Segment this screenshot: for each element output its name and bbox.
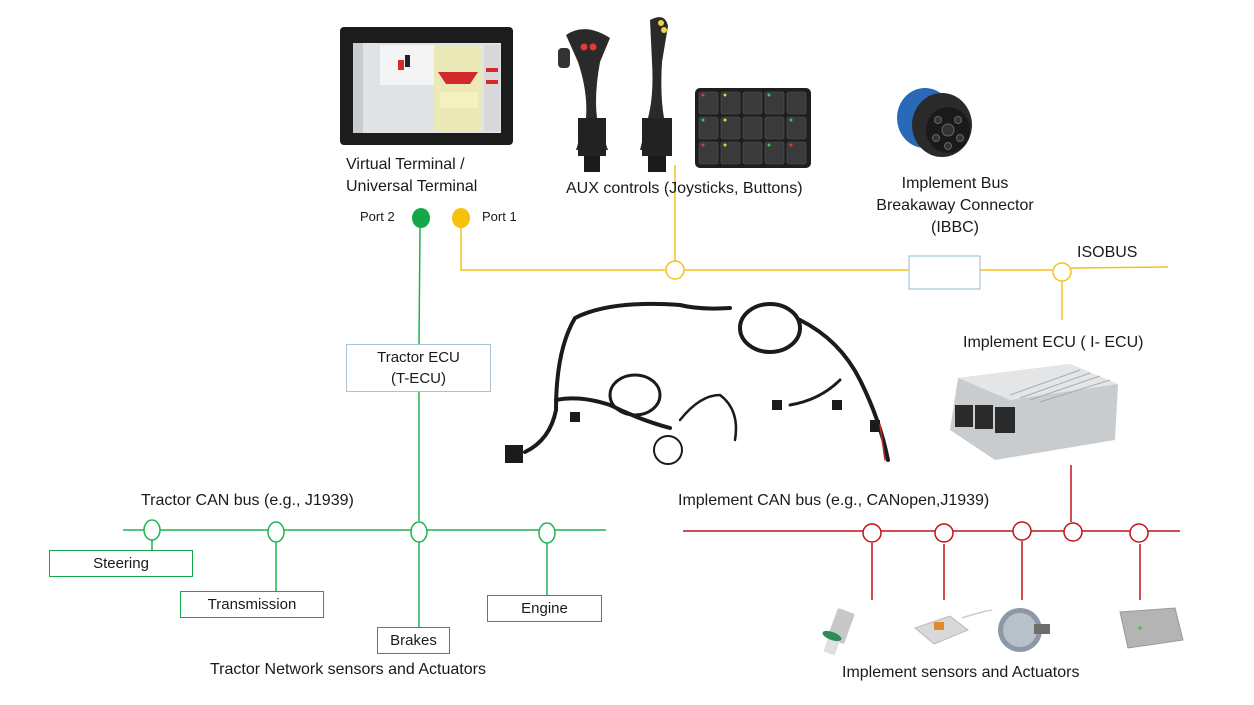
tractor-ecu-box: Tractor ECU (T-ECU) [346, 344, 491, 392]
transmission-box: Transmission [180, 591, 324, 618]
joystick-image-1 [558, 29, 610, 172]
ibbc-connector-image [897, 88, 972, 157]
keypad-image [695, 88, 811, 168]
sensor-node-4 [1129, 523, 1149, 543]
implement-sensors-footer: Implement sensors and Actuators [842, 664, 1080, 681]
port2-dot [412, 208, 430, 228]
brakes-box: Brakes [377, 627, 450, 654]
implement-bus-line [683, 465, 1180, 600]
port1-label: Port 1 [482, 209, 517, 224]
engine-box: Engine [487, 595, 602, 622]
steering-node [143, 519, 161, 541]
implement-bus-nodes [862, 521, 1149, 543]
transmission-node [267, 521, 285, 543]
virtual-terminal-image [340, 27, 513, 145]
sensor-node-3 [1012, 521, 1032, 541]
implement-ecu-image [950, 364, 1118, 460]
tractor-bus-line [123, 227, 606, 627]
tractor-bus-nodes [143, 519, 556, 544]
pressure-sensor-image [822, 608, 855, 656]
inclination-sensor-image [914, 609, 993, 645]
wiring-harness-image [505, 301, 890, 465]
implement-ecu-label: Implement ECU ( I- ECU) [963, 334, 1144, 351]
aux-controls-label: AUX controls (Joysticks, Buttons) [566, 180, 803, 197]
brakes-node [410, 521, 428, 543]
ibbc-box [908, 255, 981, 290]
port1-dot [452, 208, 470, 228]
sensor-node-1 [862, 523, 882, 543]
tractor-network-footer: Tractor Network sensors and Actuators [210, 661, 486, 678]
sensor-node-2 [934, 523, 954, 543]
joystick-image-2 [640, 17, 672, 172]
steering-box: Steering [49, 550, 193, 577]
isobus-aux-node [665, 260, 685, 280]
terminal-title: Virtual Terminal / Universal Terminal [346, 156, 478, 195]
engine-node [538, 522, 556, 544]
isobus-label: ISOBUS [1077, 244, 1138, 261]
iecu-node [1063, 522, 1083, 542]
isobus-iecu-node [1052, 262, 1072, 282]
control-module-image [1119, 607, 1184, 649]
tractor-bus-label: Tractor CAN bus (e.g., J1939) [141, 492, 354, 509]
isobus-line [460, 165, 1169, 320]
implement-bus-label: Implement CAN bus (e.g., CANopen,J1939) [678, 492, 990, 509]
ibbc-label: Implement Bus Breakaway Connector (IBBC) [876, 175, 1034, 236]
rotary-encoder-image [998, 608, 1050, 652]
port2-label: Port 2 [360, 209, 395, 224]
